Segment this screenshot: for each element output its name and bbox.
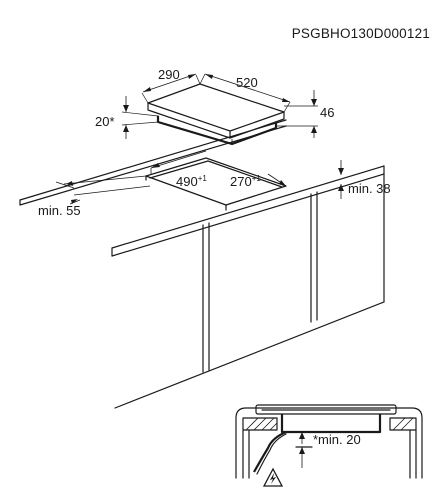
cutout-depth-label: 270+1 — [230, 174, 261, 189]
dimension-hob-depth: 290 — [141, 67, 201, 104]
worktop-front-edge — [111, 165, 385, 249]
cutout-depth-value: 270 — [230, 174, 252, 189]
cutout-width-value: 490 — [176, 174, 198, 189]
cabinet — [114, 173, 385, 409]
dimension-cutout-width: 490+1 — [150, 150, 207, 189]
cutout-width-tolerance: +1 — [198, 174, 208, 183]
dimension-hob-clearance: 20* — [95, 96, 159, 139]
dimension-min-front: min. 55 — [38, 175, 151, 218]
hob-width-label: 520 — [236, 75, 258, 90]
document-reference: PSGBHO130D000121 — [292, 26, 430, 41]
electrical-hazard-icon — [262, 467, 284, 487]
min-front-label: min. 55 — [38, 203, 81, 218]
hob-clearance-label: 20* — [95, 114, 115, 129]
min-back-label: min. 38 — [348, 181, 391, 196]
inset-hob-glass — [255, 404, 397, 415]
dimension-hob-width: 520 — [199, 73, 291, 113]
cutout-width-label: 490+1 — [176, 174, 207, 189]
dimension-min-back: min. 38 — [338, 160, 391, 199]
worktop-rear-edge — [19, 119, 287, 201]
dimension-hob-height: 46 — [276, 90, 334, 138]
cutout-depth-tolerance: +1 — [252, 174, 262, 183]
dimension-cutout-depth: 270+1 — [230, 173, 287, 189]
hob-depth-label: 290 — [158, 67, 180, 82]
cabinet-floor — [114, 301, 385, 409]
inset-min-label: *min. 20 — [313, 432, 361, 447]
inset-frame — [235, 407, 423, 479]
inset-hob-body — [280, 414, 382, 434]
hob-height-label: 46 — [320, 105, 334, 120]
worktop — [19, 119, 385, 257]
power-cable — [253, 430, 287, 473]
inset-detail: *min. 20 — [235, 404, 423, 487]
